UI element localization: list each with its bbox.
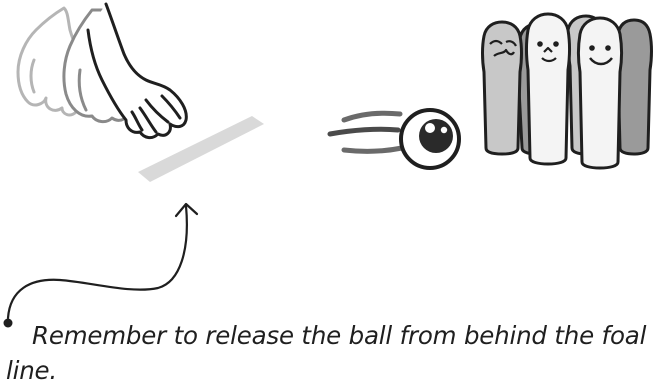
pin-face-icon [579, 18, 622, 168]
bowling-ball-icon [401, 110, 459, 168]
curved-arrow-icon [4, 204, 198, 328]
pin-face-icon [483, 22, 522, 154]
caption-text: Remember to release the ball from behind… [6, 318, 661, 388]
caption-label: Remember to release the ball from behind… [6, 321, 646, 385]
motion-lines [330, 113, 402, 151]
pin-face-icon [527, 14, 570, 164]
